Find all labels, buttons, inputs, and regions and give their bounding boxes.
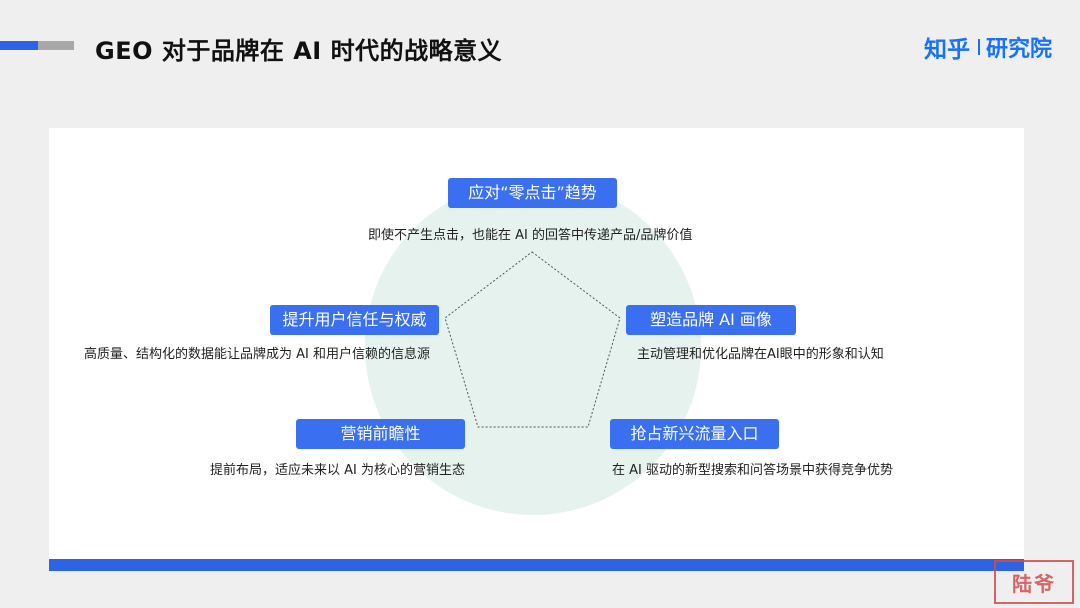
- zhihu-research-logo: 知乎 研究院: [923, 32, 1052, 63]
- node-desc-marketing-foresight: 提前布局，适应未来以 AI 为核心的营销生态: [210, 463, 465, 478]
- node-label: 应对“零点击”趋势: [468, 183, 597, 202]
- node-label: 抢占新兴流量入口: [630, 424, 759, 443]
- logo-sub-text: 研究院: [985, 37, 1052, 62]
- logo-main-text: 知乎: [923, 37, 970, 63]
- node-label: 营销前瞻性: [340, 424, 421, 443]
- page-title: GEO 对于品牌在 AI 时代的战略意义: [95, 37, 503, 65]
- pentagon-outline: [444, 251, 621, 428]
- node-desc-traffic-entry: 在 AI 驱动的新型搜索和问答场景中获得竞争优势: [612, 463, 893, 478]
- node-pill-zero-click: 应对“零点击”趋势: [448, 178, 617, 208]
- node-pill-marketing-foresight: 营销前瞻性: [296, 419, 465, 449]
- node-label: 塑造品牌 AI 画像: [650, 310, 772, 329]
- node-label: 提升用户信任与权威: [282, 310, 427, 329]
- accent-bar-gray: [38, 41, 74, 50]
- bottom-accent-bar: [49, 559, 1024, 571]
- node-desc-zero-click: 即使不产生点击，也能在 AI 的回答中传递产品/品牌价值: [368, 228, 693, 243]
- watermark-stamp: 陆爷: [994, 560, 1074, 604]
- node-desc-brand-ai-image: 主动管理和优化品牌在AI眼中的形象和认知: [637, 347, 884, 362]
- node-pill-brand-ai-image: 塑造品牌 AI 画像: [626, 305, 796, 335]
- accent-bar-blue: [0, 41, 38, 50]
- background-circle: [365, 179, 701, 515]
- node-desc-user-trust: 高质量、结构化的数据能让品牌成为 AI 和用户信赖的信息源: [84, 347, 430, 362]
- logo-separator: [977, 39, 980, 55]
- node-pill-traffic-entry: 抢占新兴流量入口: [610, 419, 779, 449]
- node-pill-user-trust: 提升用户信任与权威: [270, 305, 439, 335]
